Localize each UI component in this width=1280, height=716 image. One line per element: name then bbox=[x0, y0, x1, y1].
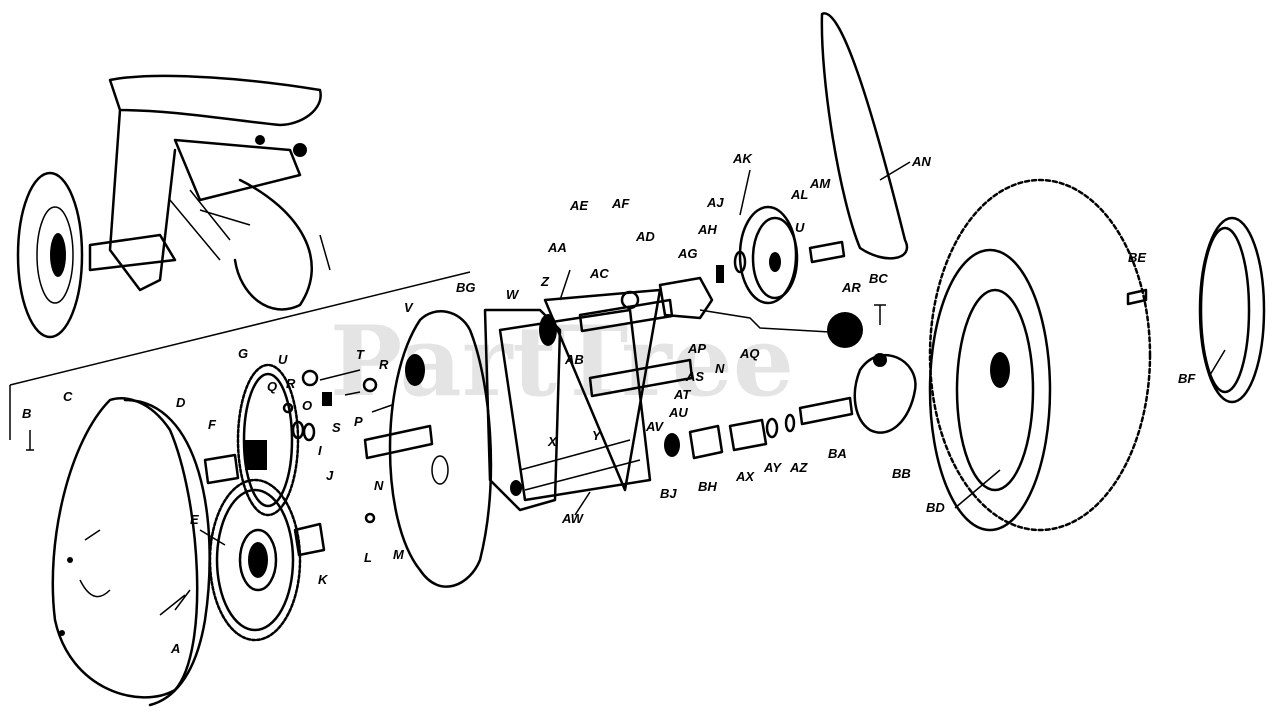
callout-label: AH bbox=[697, 222, 717, 237]
frame-aw bbox=[498, 308, 652, 502]
tractor-inset-illustration bbox=[16, 74, 322, 339]
callout-label: BA bbox=[828, 446, 847, 461]
spacer-ah bbox=[716, 265, 724, 283]
axle-pin-n bbox=[363, 424, 434, 460]
callout-label: AX bbox=[735, 469, 755, 484]
callout-label: BC bbox=[869, 271, 888, 286]
knob-ar bbox=[827, 312, 863, 348]
key-u bbox=[808, 240, 846, 264]
callout-label: AB bbox=[564, 352, 584, 367]
callout-label: N bbox=[374, 478, 384, 493]
clip-az bbox=[784, 413, 796, 433]
callout-label: V bbox=[404, 300, 414, 315]
callout-label: AQ bbox=[739, 346, 760, 361]
callout-label: R bbox=[379, 357, 389, 372]
lever-ag bbox=[658, 276, 714, 320]
callout-label: N bbox=[715, 361, 725, 376]
bushing-k bbox=[293, 522, 326, 557]
gear-cover-c bbox=[51, 397, 211, 707]
bolt-bc bbox=[874, 304, 886, 325]
bushing-bh bbox=[688, 424, 724, 460]
bushing-ax bbox=[728, 418, 768, 452]
callout-label: AJ bbox=[706, 195, 724, 210]
reference-line bbox=[9, 271, 471, 440]
callout-label: A bbox=[170, 641, 180, 656]
callout-label: D bbox=[176, 395, 186, 410]
bolt-be bbox=[1126, 288, 1148, 306]
callout-labels: B C D A E F G U Q R O S I J K T R P N L … bbox=[22, 151, 1196, 656]
drive-gear-e bbox=[208, 478, 302, 642]
side-plate-m bbox=[388, 310, 493, 588]
callout-label: E bbox=[190, 512, 199, 527]
callout-label: T bbox=[356, 347, 365, 362]
screw-b bbox=[26, 430, 34, 451]
triangle-plate-av bbox=[543, 288, 662, 492]
callout-label: U bbox=[795, 220, 805, 235]
callout-label: AK bbox=[732, 151, 753, 166]
callout-label: L bbox=[364, 550, 372, 565]
callout-label: BG bbox=[456, 280, 476, 295]
callout-label: Q bbox=[267, 379, 277, 394]
callout-label: AW bbox=[561, 511, 585, 526]
callout-label: AS bbox=[685, 369, 704, 384]
callout-label: BH bbox=[698, 479, 717, 494]
pin-f bbox=[203, 453, 240, 485]
callout-label: BD bbox=[926, 500, 945, 515]
callout-label: AG bbox=[677, 246, 698, 261]
clip-l bbox=[364, 512, 376, 524]
callout-label: O bbox=[302, 398, 312, 413]
washer-aj bbox=[733, 250, 747, 274]
hardware-cluster bbox=[282, 369, 393, 442]
callout-label: AC bbox=[589, 266, 609, 281]
pulley-al bbox=[738, 205, 799, 305]
rod-aq bbox=[699, 309, 831, 333]
bracket-w bbox=[483, 308, 562, 512]
callout-label: R bbox=[286, 376, 296, 391]
callout-label: AP bbox=[687, 341, 706, 356]
callout-label: AD bbox=[635, 229, 655, 244]
callout-label: M bbox=[393, 547, 405, 562]
callout-label: BJ bbox=[660, 486, 677, 501]
bearing-bj bbox=[664, 433, 680, 457]
callout-label: K bbox=[318, 572, 329, 587]
callout-label: AU bbox=[668, 405, 688, 420]
gear-g bbox=[236, 363, 300, 517]
callout-label: U bbox=[278, 352, 288, 367]
washer-ay bbox=[765, 417, 779, 439]
callout-label: C bbox=[63, 389, 73, 404]
callout-label: AR bbox=[841, 280, 861, 295]
callout-label: AZ bbox=[789, 460, 808, 475]
callout-label: AF bbox=[611, 196, 630, 211]
callout-label: AN bbox=[911, 154, 931, 169]
callout-label: AY bbox=[763, 460, 782, 475]
callout-label: S bbox=[332, 420, 341, 435]
v-belt-an bbox=[820, 12, 909, 260]
callout-label: BF bbox=[1178, 371, 1196, 386]
callout-label: G bbox=[238, 346, 248, 361]
callout-label: P bbox=[354, 414, 363, 429]
callout-label: BE bbox=[1128, 250, 1146, 265]
tire-bd bbox=[928, 178, 1152, 532]
callout-label: Y bbox=[592, 428, 602, 443]
callout-label: AE bbox=[569, 198, 588, 213]
callout-label: AV bbox=[645, 419, 664, 434]
shaft-as bbox=[588, 358, 694, 398]
callout-label: Z bbox=[540, 274, 550, 289]
shaft-ba bbox=[798, 396, 854, 426]
hub-bb bbox=[853, 353, 917, 434]
callout-label: I bbox=[318, 443, 322, 458]
callout-label: W bbox=[506, 287, 520, 302]
callout-label: B bbox=[22, 406, 31, 421]
callout-label: AM bbox=[809, 176, 831, 191]
leader-lines bbox=[159, 161, 1226, 616]
callout-label: X bbox=[547, 434, 558, 449]
hubcap-bf bbox=[1198, 216, 1266, 404]
callout-label: J bbox=[326, 468, 334, 483]
callout-label: AA bbox=[547, 240, 567, 255]
callout-label: BB bbox=[892, 466, 911, 481]
callout-label: F bbox=[208, 417, 217, 432]
callout-label: AL bbox=[790, 187, 808, 202]
callout-label: AT bbox=[673, 387, 691, 402]
